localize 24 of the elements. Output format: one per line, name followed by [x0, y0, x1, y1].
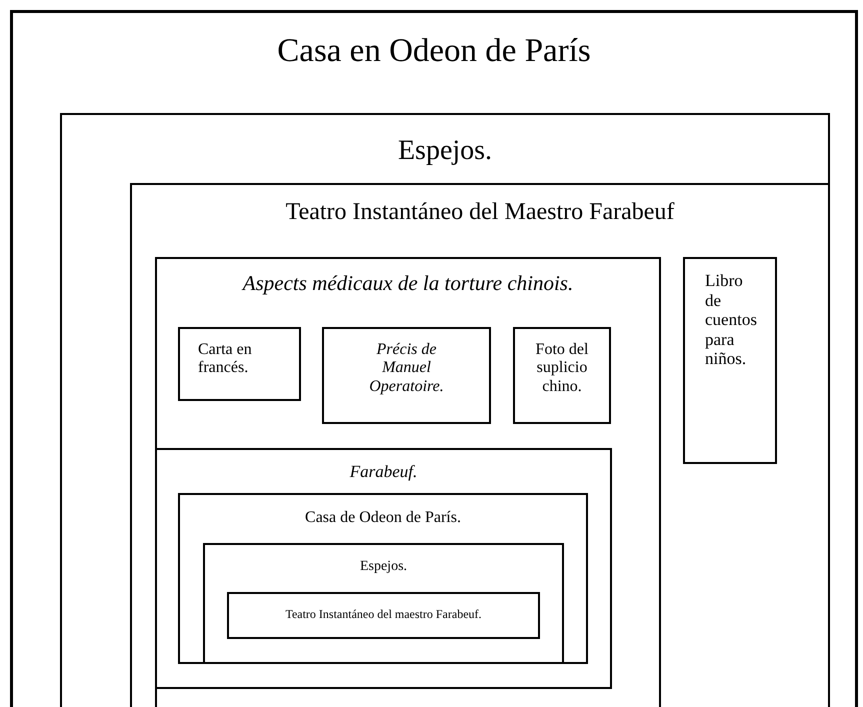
nested-box [227, 592, 540, 639]
nested-box [683, 257, 777, 464]
nested-box [60, 113, 830, 707]
nested-box [178, 327, 301, 401]
box-title: Libro de cuentos para niños. [705, 271, 757, 369]
nested-box [178, 493, 588, 664]
box-title: Teatro Instantáneo del Maestro Farabeuf [284, 199, 676, 227]
box-title: Espejos. [358, 559, 408, 576]
nested-box [155, 257, 661, 707]
box-title: Précis de Manuel Operatoire. [368, 341, 445, 396]
box-title: Farabeuf. [348, 462, 418, 482]
box-title: Casa de Odeon de París. [304, 509, 462, 528]
box-title: Foto del suplicio chino. [534, 341, 590, 396]
nested-box [513, 327, 611, 424]
nested-box [322, 327, 491, 424]
nested-box [155, 448, 612, 689]
box-title: Casa en Odeon de París [276, 33, 592, 71]
nested-box [203, 543, 564, 664]
nested-box [130, 183, 830, 707]
box-title: Teatro Instantáneo del maestro Farabeuf. [284, 608, 483, 622]
nested-box [10, 10, 858, 707]
box-title: Espejos. [396, 135, 494, 168]
box-title: Carta en francés. [198, 341, 253, 378]
box-title: Aspects médicaux de la torture chinois. [240, 271, 574, 296]
